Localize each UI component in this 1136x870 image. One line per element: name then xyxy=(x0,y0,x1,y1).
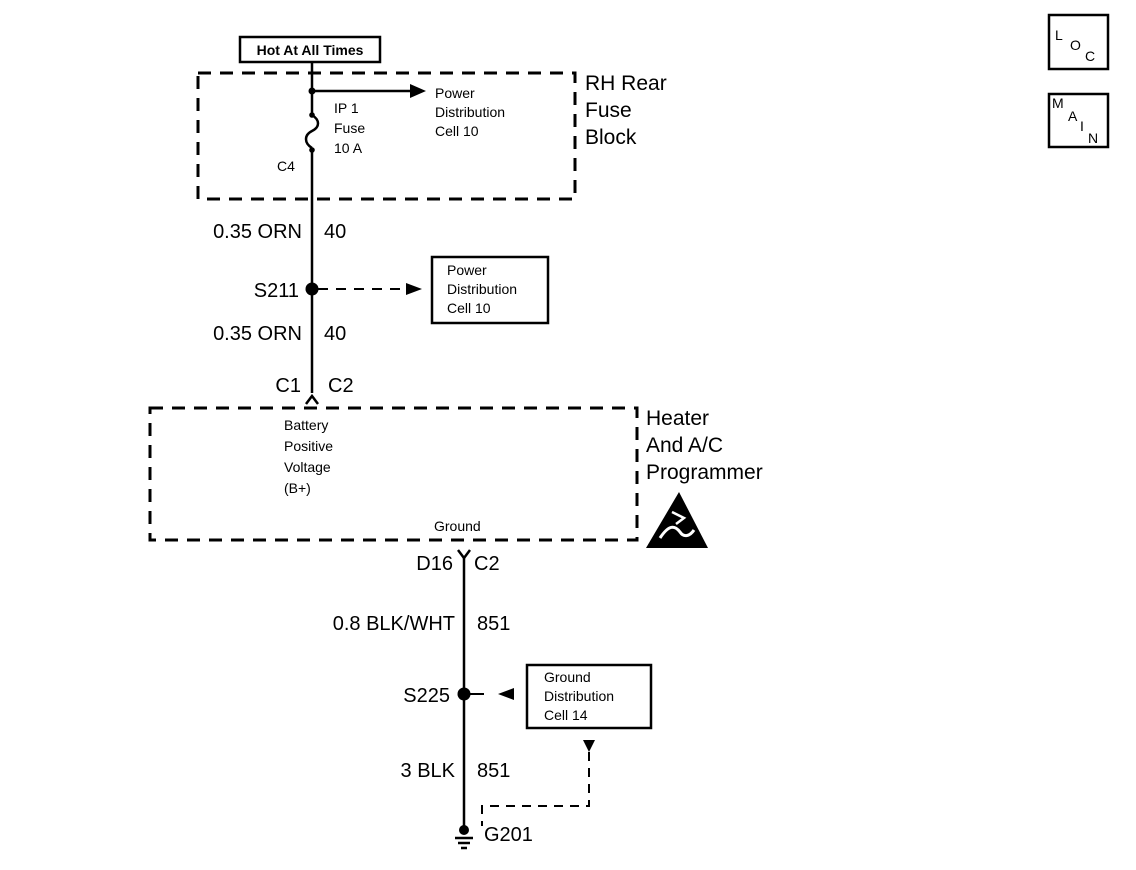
fuse-connector-label: C4 xyxy=(277,158,295,174)
ground-g201-label: G201 xyxy=(484,824,533,846)
svg-text:10 A: 10 A xyxy=(334,140,363,156)
s211-power-distribution-ref[interactable]: Power Distribution Cell 10 xyxy=(430,255,550,325)
arrow-right-icon xyxy=(410,84,426,98)
svg-text:Cell 10: Cell 10 xyxy=(447,300,491,316)
svg-text:Power: Power xyxy=(447,262,487,278)
splice-s211-label: S211 xyxy=(254,280,299,302)
svg-text:Ground: Ground xyxy=(544,669,591,685)
arrow-left-icon xyxy=(498,688,514,700)
main-letter-1: M xyxy=(1052,95,1064,111)
ground-symbol-icon xyxy=(455,825,473,850)
svg-text:Cell 10: Cell 10 xyxy=(435,123,479,139)
connector-top-left-label: C1 xyxy=(275,375,301,397)
svg-text:Cell 14: Cell 14 xyxy=(544,707,588,723)
svg-text:Distribution: Distribution xyxy=(435,104,505,120)
wire-upper-2-circuit: 40 xyxy=(324,323,346,345)
fuse-block-name: RH Rear Fuse Block xyxy=(585,72,667,149)
svg-text:Distribution: Distribution xyxy=(447,281,517,297)
svg-text:Positive: Positive xyxy=(284,438,333,454)
main-letter-4: N xyxy=(1088,130,1098,146)
splice-s225-dot xyxy=(457,687,471,701)
svg-text:Battery: Battery xyxy=(284,417,328,433)
wire-lower-1-circuit: 851 xyxy=(477,613,510,635)
svg-text:IP 1: IP 1 xyxy=(334,100,359,116)
fuse-symbol-icon xyxy=(304,112,320,153)
s225-ground-distribution-ref[interactable]: Ground Distribution Cell 14 xyxy=(525,663,653,730)
main-button[interactable]: M A I N xyxy=(1047,92,1110,149)
wire-upper-1-circuit: 40 xyxy=(324,221,346,243)
svg-text:(B+): (B+) xyxy=(284,480,311,496)
fuse-block-outline xyxy=(196,71,577,201)
module-name: Heater And A/C Programmer xyxy=(646,407,763,484)
esd-warning-icon xyxy=(646,492,708,548)
wire-lower-2-size-color: 3 BLK xyxy=(401,760,456,782)
module-outline xyxy=(148,406,639,542)
connector-top-right-label: C2 xyxy=(328,375,354,397)
main-letter-3: I xyxy=(1080,118,1084,134)
loc-letter-1: L xyxy=(1055,27,1063,43)
connector-top-icon xyxy=(305,393,319,405)
splice-s211-dot xyxy=(305,282,319,296)
main-letter-2: A xyxy=(1068,108,1078,124)
wire-lower-1-size-color: 0.8 BLK/WHT xyxy=(333,613,455,635)
svg-text:Power: Power xyxy=(435,85,475,101)
module-ground-label: Ground xyxy=(434,518,481,534)
arrow-down-icon xyxy=(583,740,595,752)
svg-text:RH Rear: RH Rear xyxy=(585,72,667,95)
wire-upper-2-size-color: 0.35 ORN xyxy=(213,323,302,345)
loc-letter-2: O xyxy=(1070,37,1081,53)
connector-bottom-right-label: C2 xyxy=(474,553,500,575)
svg-text:Heater: Heater xyxy=(646,407,709,430)
connector-bottom-icon xyxy=(457,549,471,561)
svg-text:Distribution: Distribution xyxy=(544,688,614,704)
fuse-block-power-distribution-ref: Power Distribution Cell 10 xyxy=(435,85,505,139)
arrow-right-icon xyxy=(406,283,422,295)
svg-text:Programmer: Programmer xyxy=(646,461,763,484)
wire-lower-2-circuit: 851 xyxy=(477,760,510,782)
connector-bottom-left-label: D16 xyxy=(416,553,453,575)
loc-letter-3: C xyxy=(1085,48,1095,64)
svg-text:And A/C: And A/C xyxy=(646,434,723,457)
svg-text:Block: Block xyxy=(585,126,637,149)
battery-positive-voltage-label: Battery Positive Voltage (B+) xyxy=(284,417,333,496)
splice-s225-label: S225 xyxy=(403,685,450,707)
wire-upper-1-size-color: 0.35 ORN xyxy=(213,221,302,243)
svg-text:Hot At All Times: Hot At All Times xyxy=(257,42,364,58)
svg-text:Fuse: Fuse xyxy=(585,99,632,122)
hot-at-all-times-label: Hot At All Times xyxy=(238,35,382,64)
svg-text:Fuse: Fuse xyxy=(334,120,365,136)
svg-text:Voltage: Voltage xyxy=(284,459,331,475)
fuse-label: IP 1 Fuse 10 A xyxy=(334,100,365,156)
loc-button[interactable]: L O C xyxy=(1047,13,1110,71)
